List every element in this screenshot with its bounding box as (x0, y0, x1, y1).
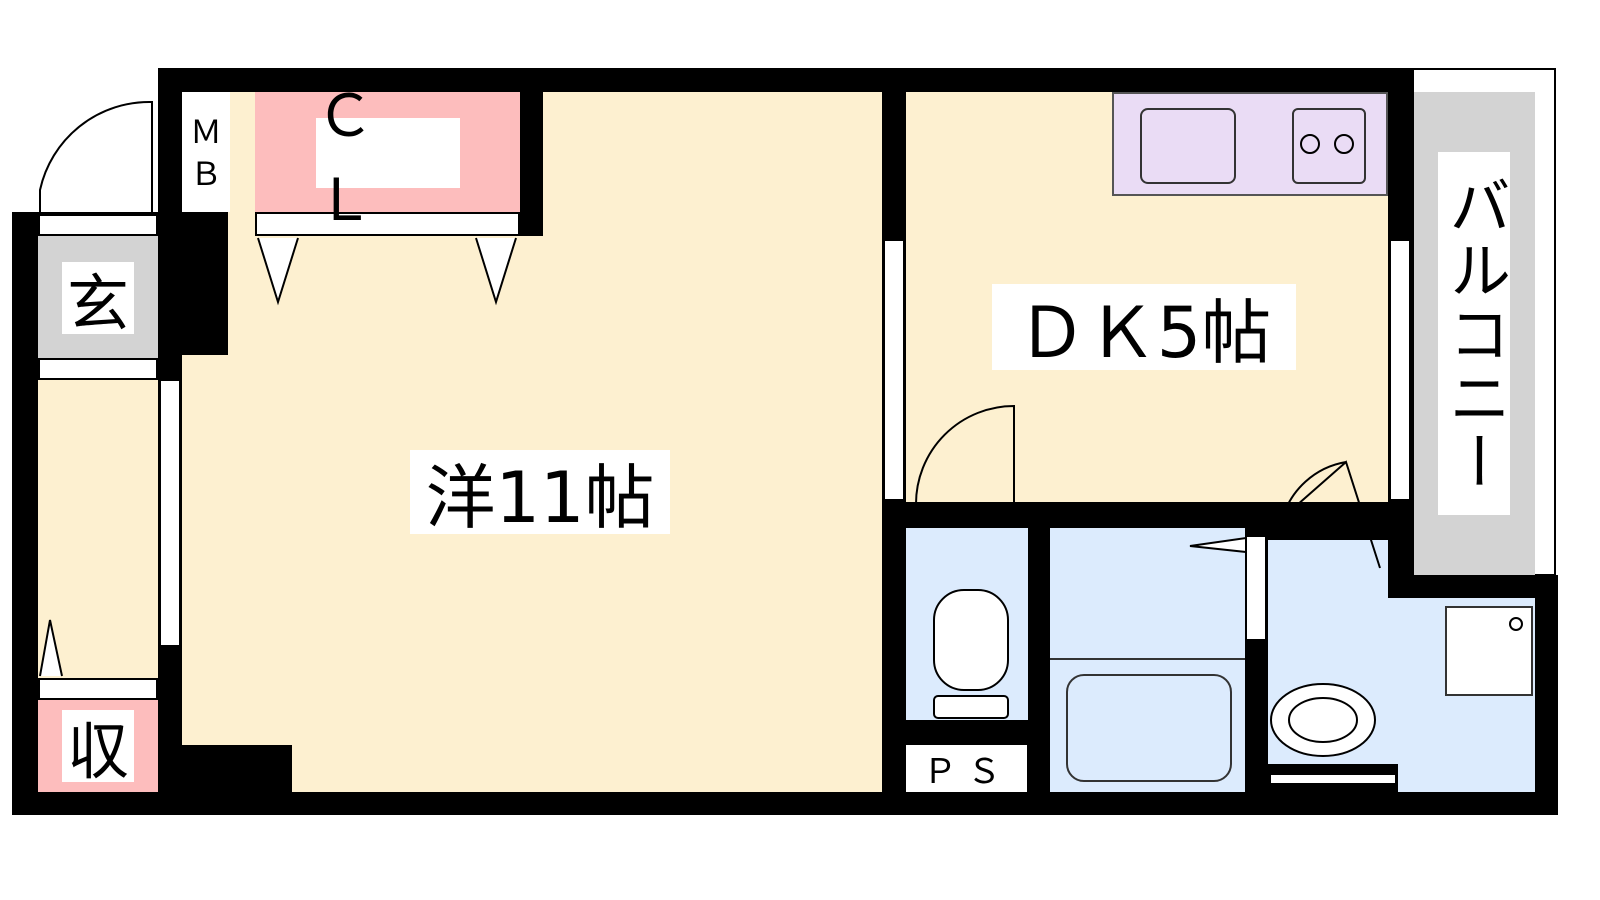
toilet-door (915, 404, 1015, 505)
washing-machine (1445, 606, 1533, 696)
washroom-door (1279, 460, 1381, 569)
bathroom (1050, 528, 1245, 792)
bath-hinge (1189, 536, 1247, 554)
stove (1292, 108, 1366, 184)
entrance-door (39, 100, 153, 212)
windows (159, 239, 1411, 785)
wall-block (182, 745, 292, 792)
cl-wall (520, 92, 543, 236)
sink (1140, 108, 1236, 184)
burner (1300, 134, 1320, 154)
washroom-entry (1268, 540, 1388, 600)
bathtub-inner (1066, 674, 1232, 782)
cl-door-right (475, 237, 517, 306)
drain (1509, 617, 1523, 631)
mb-label-m: Ｍ (186, 112, 226, 151)
toilet (933, 589, 1009, 691)
storage-door[interactable] (38, 678, 158, 700)
bathtub (1050, 658, 1245, 792)
western-room-label: 洋11帖 (410, 450, 670, 539)
entrance-threshold (38, 214, 158, 236)
entrance-label: 玄 (62, 262, 134, 340)
balcony-label: バルコニー (1438, 152, 1511, 515)
storage-label: 収 (62, 710, 134, 788)
hallway (38, 380, 158, 678)
toilet-tank (933, 695, 1009, 719)
wash-basin (1270, 683, 1376, 757)
ps-label: ＰＳ (910, 748, 1024, 792)
dk-label: ＤＫ5帖 (992, 284, 1296, 374)
closet-door[interactable] (255, 212, 520, 236)
storage-hinge (39, 619, 63, 677)
mb-label-b: Ｂ (186, 154, 226, 193)
cl-door-left (257, 237, 299, 306)
entrance-step (38, 358, 158, 380)
